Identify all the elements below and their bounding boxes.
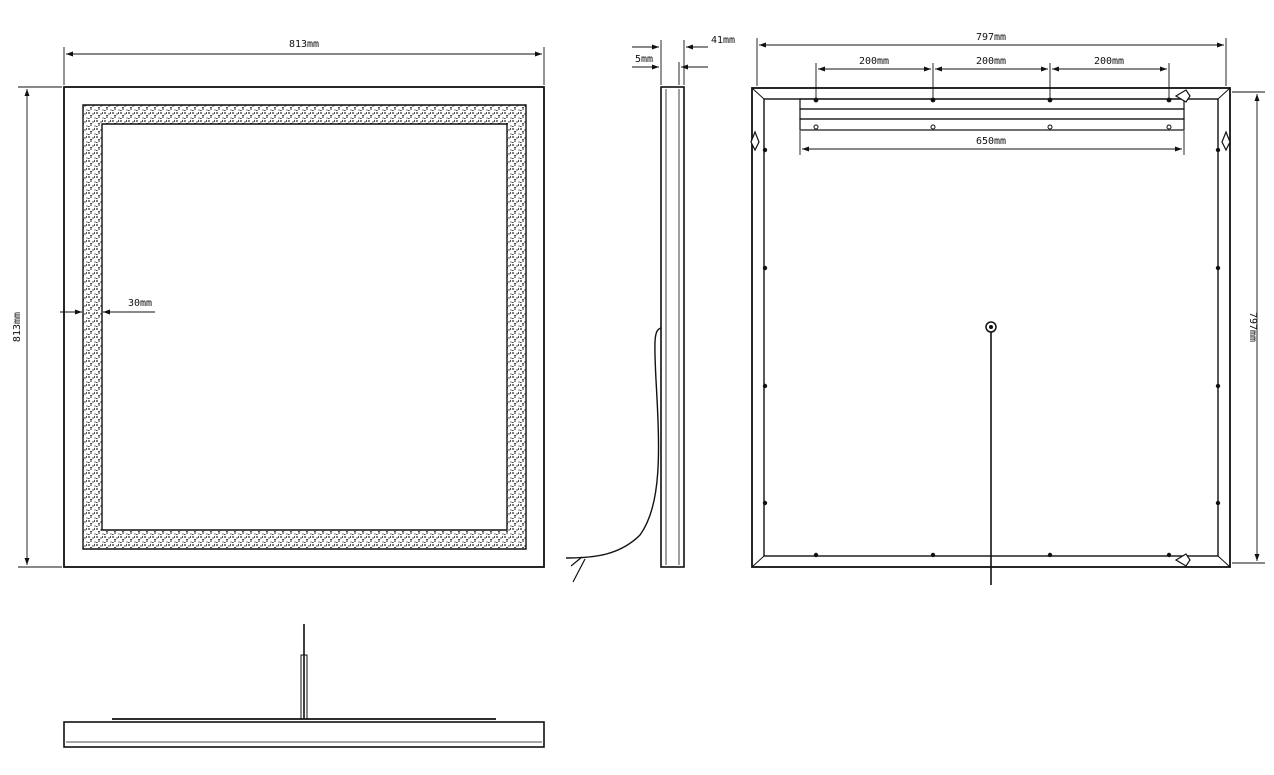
back-frame-screws <box>762 147 1221 558</box>
back-width-label: 797mm <box>976 32 1006 43</box>
back-height-label: 797mm <box>1247 312 1258 342</box>
front-outer-frame <box>63 86 545 568</box>
back-hooks <box>750 89 1231 567</box>
front-border-dimension: 30mm <box>60 298 155 315</box>
front-border-label: 30mm <box>128 298 152 309</box>
back-hanging-rail <box>799 98 1185 131</box>
back-spacing-label-1: 200mm <box>859 56 889 67</box>
back-switch-wire <box>985 321 997 585</box>
front-height-dimension: 813mm <box>12 86 62 568</box>
front-width-label: 813mm <box>289 39 319 50</box>
side-glass-dimension: 5mm <box>632 54 708 85</box>
side-depth-label: 41mm <box>711 35 735 46</box>
top-view <box>63 624 545 748</box>
front-view: 813mm 813mm 30mm <box>12 39 545 568</box>
side-depth-dimension: 41mm <box>632 35 735 85</box>
front-led-border <box>82 104 527 550</box>
side-view: 41mm 5mm <box>565 35 735 583</box>
back-rail-label: 650mm <box>976 136 1006 147</box>
front-width-dimension: 813mm <box>63 39 545 85</box>
back-view: 797mm 200mm 200mm 200mm 650mm 7 <box>750 32 1265 585</box>
back-width-dimension: 797mm <box>756 32 1227 86</box>
back-spacing-dimensions: 200mm 200mm 200mm <box>815 56 1170 98</box>
side-profile <box>660 86 685 568</box>
back-rail-screws <box>813 97 1172 130</box>
back-spacing-label-2: 200mm <box>976 56 1006 67</box>
top-view-profile <box>63 721 545 748</box>
front-height-label: 813mm <box>12 312 23 342</box>
back-height-dimension: 797mm <box>1232 91 1265 564</box>
back-rail-dimension: 650mm <box>799 131 1185 155</box>
side-glass-label: 5mm <box>635 54 653 65</box>
side-power-cable <box>565 327 662 559</box>
back-spacing-label-3: 200mm <box>1094 56 1124 67</box>
